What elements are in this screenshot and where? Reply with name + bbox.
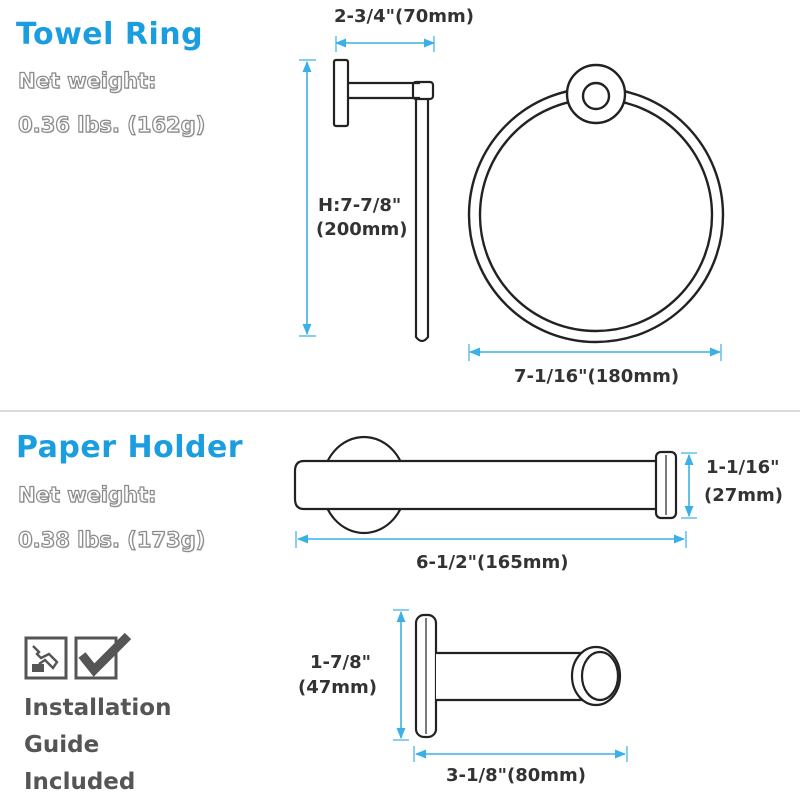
towel-ring-weight-label: Net weight:	[17, 68, 157, 93]
paper-holder-length-label: 6-1/2"(165mm)	[416, 552, 569, 573]
installation-line-2: Guide	[24, 732, 100, 758]
checkmark-icon	[74, 632, 132, 680]
paper-holder-title: Paper Holder	[16, 430, 244, 465]
towel-ring-height-label-1: H:7-7/8"	[318, 195, 402, 216]
towel-ring-weight-value: 0.36 lbs. (162g)	[17, 112, 206, 137]
towel-ring-depth-label: 2-3/4"(70mm)	[334, 6, 475, 27]
paper-holder-base-label-2: (47mm)	[298, 677, 378, 698]
paper-holder-base-label-1: 1-7/8"	[310, 652, 371, 673]
paper-holder-top-view	[293, 435, 678, 535]
paper-holder-weight-value: 0.38 lbs. (173g)	[17, 527, 206, 552]
towel-ring-width-label: 7-1/16"(180mm)	[514, 366, 680, 387]
paper-holder-diameter-label-2: (27mm)	[704, 485, 784, 506]
towel-ring-height-label-2: (200mm)	[316, 219, 408, 240]
towel-ring-title: Towel Ring	[16, 17, 204, 52]
towel-ring-side-view	[332, 58, 435, 343]
installation-guide-note: Installation Guide Included	[24, 690, 171, 801]
drill-icon	[24, 636, 68, 680]
paper-holder-projection-label: 3-1/8"(80mm)	[446, 765, 587, 786]
paper-holder-weight-label: Net weight:	[17, 482, 157, 507]
towel-ring-front-view	[467, 63, 725, 344]
paper-holder-side-view	[414, 613, 622, 739]
installation-line-3: Included	[24, 769, 136, 795]
installation-line-1: Installation	[24, 695, 172, 721]
paper-holder-diameter-label-1: 1-1/16"	[706, 457, 780, 478]
